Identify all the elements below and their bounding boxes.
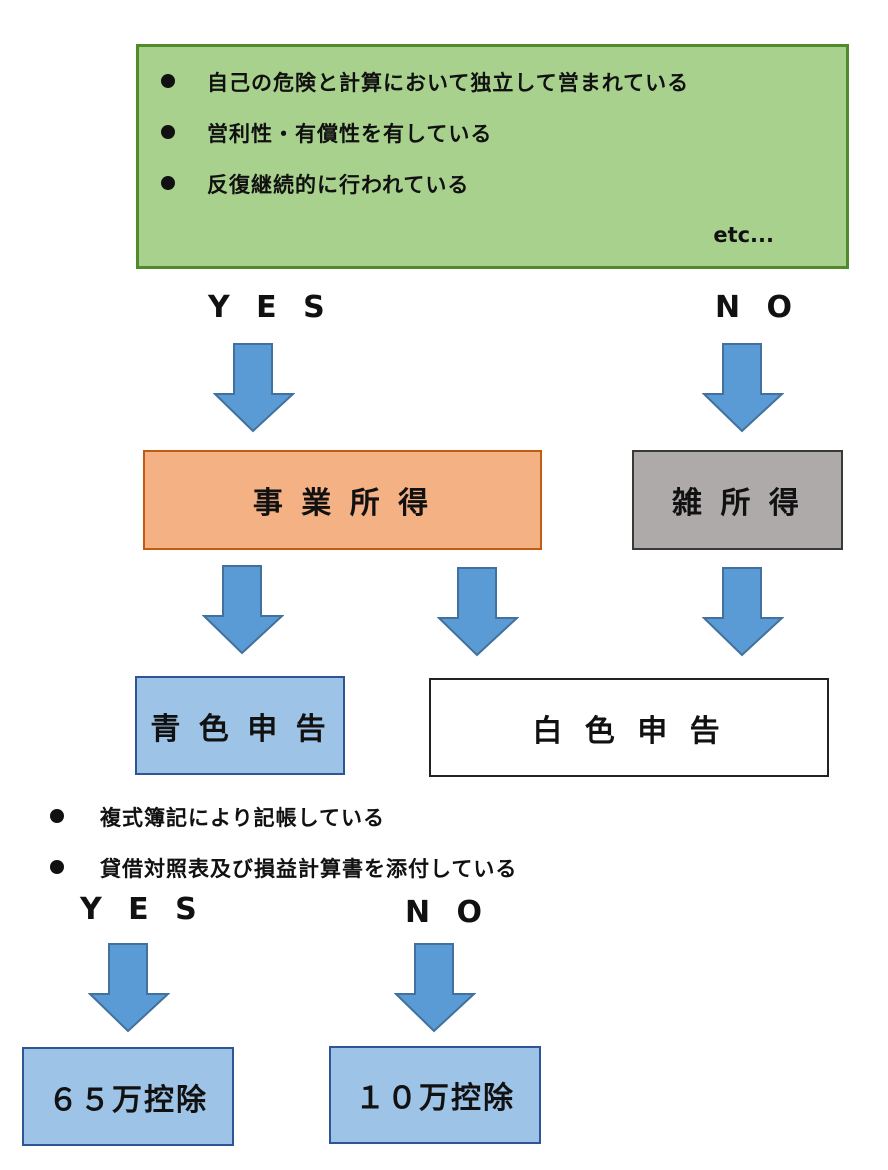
criteria-etc: etc...: [713, 223, 774, 247]
down-arrow-icon: [437, 567, 519, 657]
requirement-item: 貸借対照表及び損益計算書を添付している: [50, 853, 517, 883]
no-label-top: N O: [715, 290, 801, 325]
down-arrow-icon: [394, 943, 476, 1033]
deduction-65-box: ６５万控除: [22, 1047, 234, 1146]
requirement-item: 複式簿記により記帳している: [50, 802, 385, 832]
criteria-item: 営利性・有償性を有している: [161, 118, 492, 148]
bullet-icon: [161, 125, 175, 139]
criteria-item: 反復継続的に行われている: [161, 169, 469, 199]
down-arrow-icon: [702, 567, 784, 657]
misc-income-box: 雑 所 得: [632, 450, 843, 550]
business-criteria-box: 自己の危険と計算において独立して営まれている 営利性・有償性を有している 反復継…: [136, 44, 849, 269]
down-arrow-icon: [213, 343, 295, 433]
bullet-icon: [50, 809, 64, 823]
yes-label-top: Y E S: [208, 290, 333, 325]
blue-filing-box: 青 色 申 告: [135, 676, 345, 775]
bullet-icon: [50, 860, 64, 874]
yes-label-bottom: Y E S: [80, 892, 205, 927]
white-filing-box: 白 色 申 告: [429, 678, 829, 777]
down-arrow-icon: [702, 343, 784, 433]
down-arrow-icon: [202, 565, 284, 655]
business-income-box: 事 業 所 得: [143, 450, 542, 550]
no-label-bottom: N O: [405, 895, 491, 930]
deduction-10-box: １０万控除: [329, 1046, 541, 1144]
down-arrow-icon: [88, 943, 170, 1033]
bullet-icon: [161, 176, 175, 190]
criteria-item: 自己の危険と計算において独立して営まれている: [161, 67, 689, 97]
bullet-icon: [161, 74, 175, 88]
